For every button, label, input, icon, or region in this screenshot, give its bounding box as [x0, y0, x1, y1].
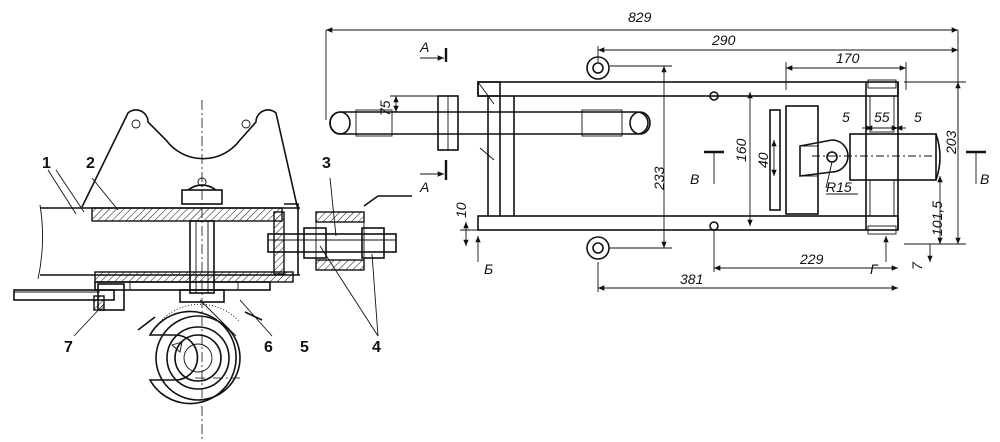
part-number-2: 2	[86, 155, 95, 172]
dim-r15: R15	[826, 179, 852, 195]
part-labels: 1 2 3 4 5 6 7	[42, 155, 381, 356]
section-g: Г	[870, 261, 879, 277]
dim-7: 7	[909, 261, 925, 270]
lug-hole-left	[131, 119, 141, 129]
frame-bottom-member	[477, 215, 899, 231]
bracket-plate	[81, 109, 299, 211]
part-number-7: 7	[64, 339, 73, 356]
mounting-lugs	[586, 56, 719, 260]
dim-203: 203	[943, 130, 959, 155]
bottom-channel	[94, 271, 294, 283]
plan-view: 829 290 170	[325, 9, 989, 292]
dim-233: 233	[651, 166, 667, 191]
central-bolt	[179, 177, 225, 303]
dim-101-5: 101,5	[929, 201, 945, 236]
lug-hole-right	[241, 119, 251, 129]
dim-170: 170	[836, 50, 860, 66]
dim-55: 55	[874, 109, 890, 125]
side-section-view	[13, 100, 412, 442]
dim-290: 290	[711, 32, 736, 48]
dim-10: 10	[453, 202, 469, 218]
adjuster-screw	[13, 283, 125, 311]
section-v-right: В	[980, 171, 989, 187]
part-number-5: 5	[300, 339, 309, 356]
part-number-6: 6	[264, 339, 273, 356]
dim-381: 381	[680, 271, 703, 287]
dim-75: 75	[377, 100, 393, 116]
dim-5-right: 5	[914, 109, 922, 125]
frame-top-member	[477, 81, 899, 97]
section-b: Б	[484, 261, 493, 277]
section-v-left: В	[690, 171, 699, 187]
section-a-top: А	[419, 39, 429, 55]
section-a-bottom: А	[419, 179, 429, 195]
dim-5-left: 5	[842, 109, 850, 125]
dim-160: 160	[733, 138, 749, 162]
dim-229: 229	[799, 251, 824, 267]
tension-bolt	[267, 195, 412, 271]
top-plate	[91, 207, 283, 222]
part-number-4: 4	[372, 339, 381, 356]
roller-block	[849, 79, 941, 235]
sprocket	[137, 303, 263, 405]
part-number-1: 1	[42, 155, 51, 172]
dim-829: 829	[628, 9, 652, 25]
cross-member	[785, 105, 819, 215]
dim-40: 40	[755, 152, 771, 168]
part-number-3: 3	[322, 155, 331, 172]
